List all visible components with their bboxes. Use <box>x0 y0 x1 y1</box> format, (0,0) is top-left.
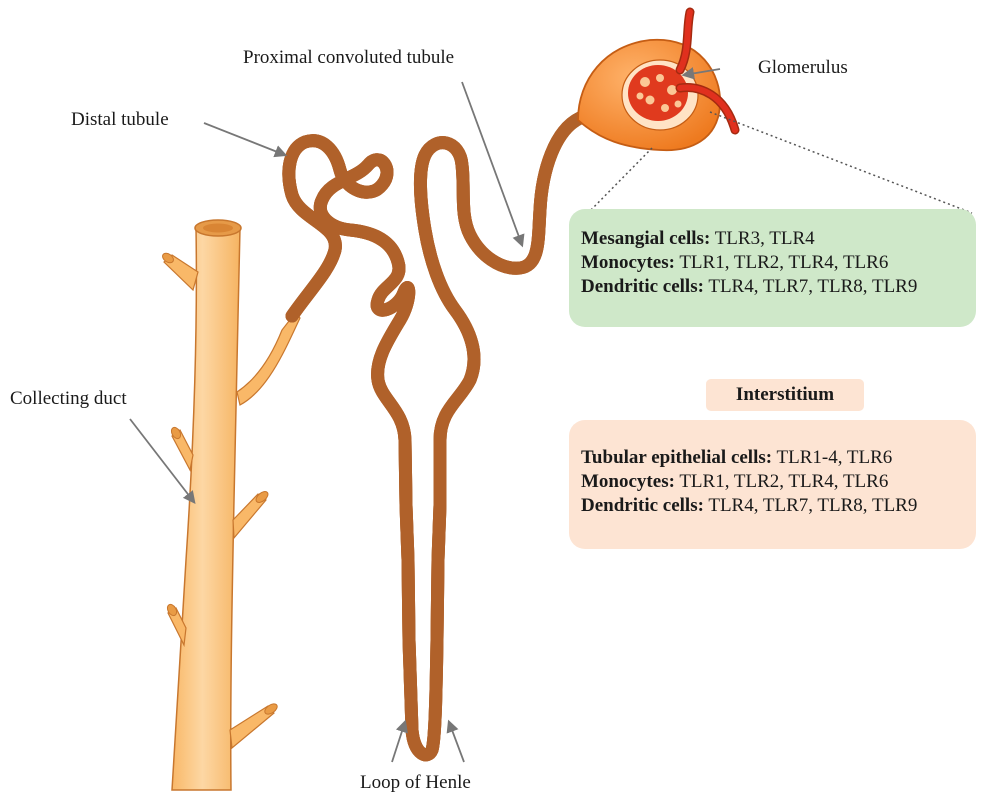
arrow-distal-tubule <box>204 123 285 155</box>
glomerulus <box>578 12 735 150</box>
label-loop-of-henle: Loop of Henle <box>360 773 471 792</box>
interstitium-title: Interstitium <box>706 379 864 411</box>
arrow-loop-right <box>449 722 464 762</box>
glomerulus-row: Mesangial cells: TLR3, TLR4 <box>581 227 964 251</box>
glomerulus-row: Monocytes: TLR1, TLR2, TLR4, TLR6 <box>581 251 964 275</box>
label-glomerulus: Glomerulus <box>758 58 848 77</box>
label-distal-tubule: Distal tubule <box>71 110 169 129</box>
glomerulus-tlr-box: Mesangial cells: TLR3, TLR4 Monocytes: T… <box>569 209 976 327</box>
label-collecting-duct: Collecting duct <box>10 389 127 408</box>
zoom-line-right <box>710 112 972 213</box>
arrow-loop-left <box>392 722 405 762</box>
nephron-tubule <box>289 118 580 755</box>
interstitium-row: Dendritic cells: TLR4, TLR7, TLR8, TLR9 <box>581 494 964 518</box>
label-proximal-tubule: Proximal convoluted tubule <box>243 48 454 67</box>
glomerulus-row: Dendritic cells: TLR4, TLR7, TLR8, TLR9 <box>581 275 964 299</box>
interstitium-row: Tubular epithelial cells: TLR1-4, TLR6 <box>581 446 964 470</box>
interstitium-row: Monocytes: TLR1, TLR2, TLR4, TLR6 <box>581 470 964 494</box>
interstitium-tlr-box: Tubular epithelial cells: TLR1-4, TLR6 M… <box>569 420 976 549</box>
zoom-line-left <box>588 148 652 213</box>
collecting-duct <box>161 220 300 790</box>
